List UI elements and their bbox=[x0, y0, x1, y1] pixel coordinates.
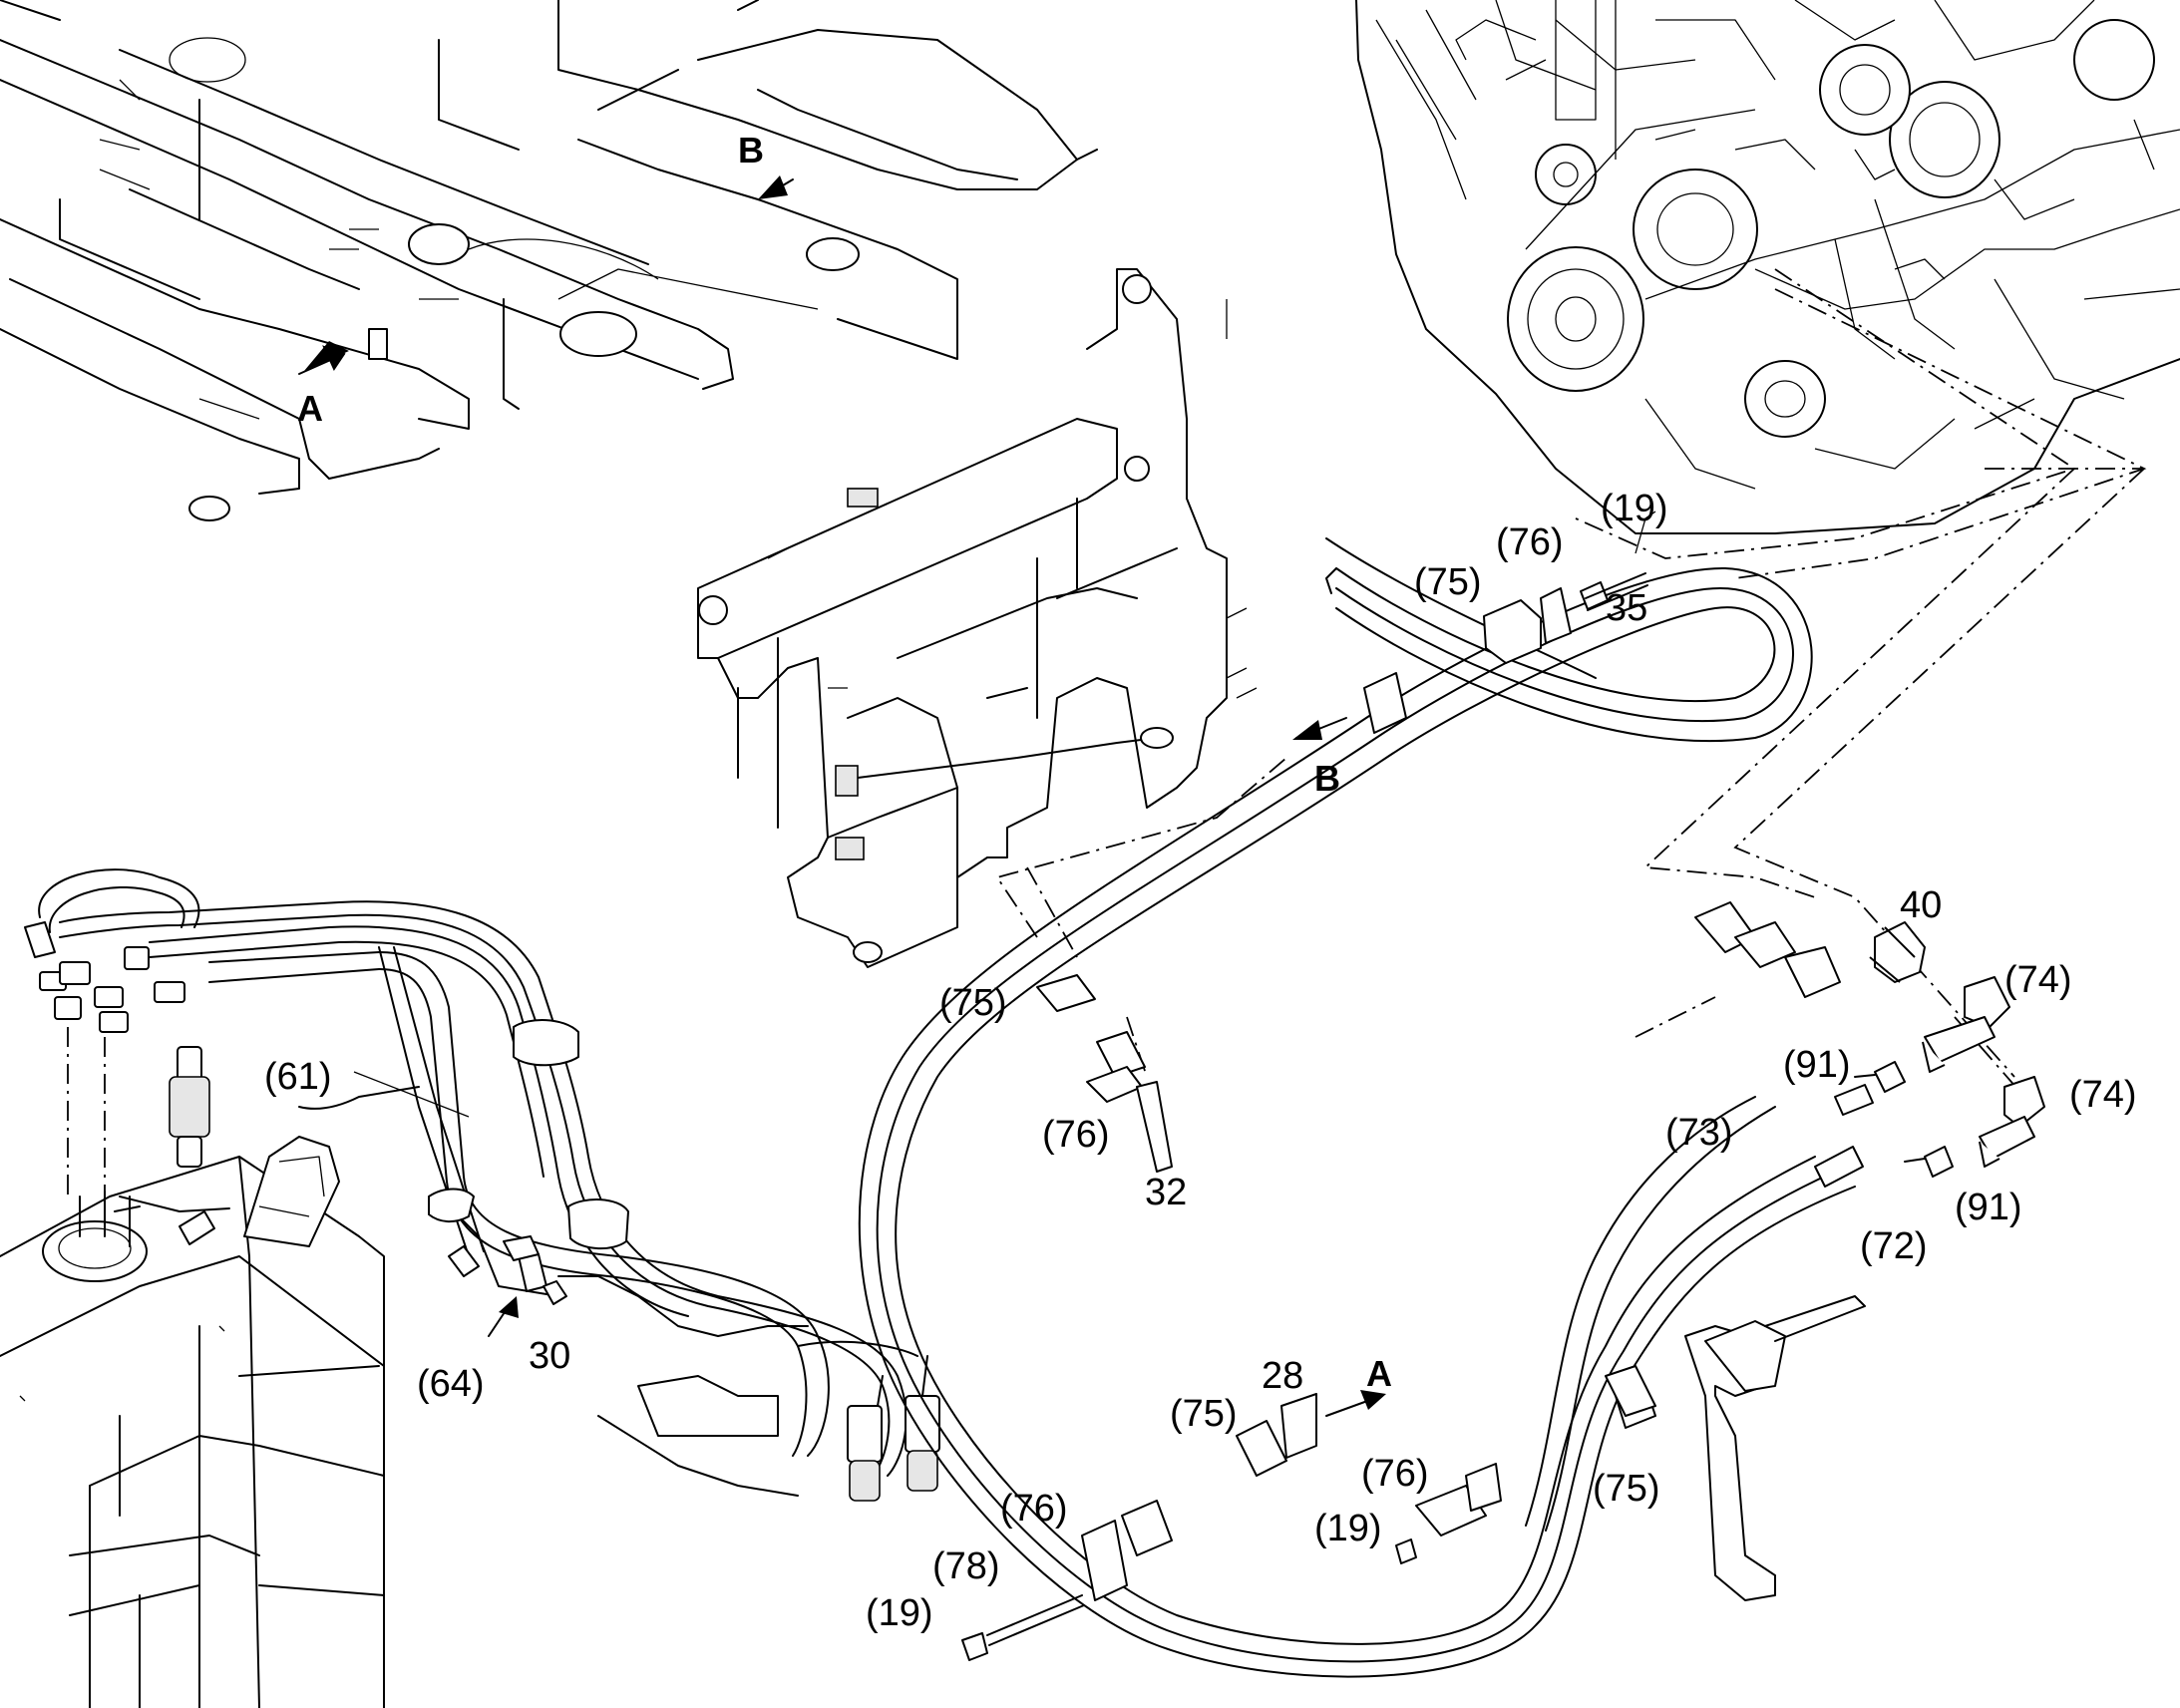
part-label-91: (91) bbox=[1955, 1187, 2022, 1228]
part-label-74: (74) bbox=[2069, 1074, 2137, 1116]
main-hose-routing bbox=[858, 537, 1874, 1678]
view-label-b: B bbox=[1314, 758, 1340, 799]
part-label-19: (19) bbox=[1601, 488, 1668, 529]
engine-assembly bbox=[1355, 0, 2180, 534]
part-label-75: (75) bbox=[1170, 1393, 1238, 1435]
chassis-frame bbox=[0, 0, 1098, 521]
part-label-75: (75) bbox=[1593, 1468, 1660, 1510]
leader-lines bbox=[353, 511, 1656, 1118]
part-label-78: (78) bbox=[932, 1545, 1000, 1587]
mounting-bracket bbox=[697, 268, 1258, 968]
part-label-75: (75) bbox=[939, 982, 1007, 1024]
part-label-75: (75) bbox=[1414, 561, 1482, 603]
part-label-32: 32 bbox=[1145, 1172, 1187, 1213]
part-label-74: (74) bbox=[2004, 959, 2072, 1001]
part-label-19: (19) bbox=[866, 1592, 933, 1634]
part-label-72: (72) bbox=[1860, 1225, 1928, 1267]
connection-lines bbox=[995, 268, 2147, 1098]
part-label-91: (91) bbox=[1783, 1044, 1851, 1086]
part-label-35: 35 bbox=[1606, 587, 1647, 629]
part-label-61: (61) bbox=[264, 1056, 332, 1098]
part-label-73: (73) bbox=[1665, 1112, 1733, 1154]
clamps-and-hardware bbox=[961, 572, 1866, 1661]
part-label-76: (76) bbox=[1496, 521, 1564, 563]
view-label-a: A bbox=[297, 388, 323, 429]
part-label-64: (64) bbox=[417, 1363, 485, 1405]
part-label-76: (76) bbox=[1042, 1114, 1110, 1156]
left-hose-bundle bbox=[24, 868, 940, 1502]
fittings bbox=[1694, 901, 2045, 1178]
view-label-b: B bbox=[738, 130, 764, 171]
part-label-30: 30 bbox=[529, 1335, 570, 1377]
part-label-19: (19) bbox=[1314, 1508, 1382, 1549]
part-label-76: (76) bbox=[1361, 1453, 1429, 1495]
view-label-a: A bbox=[1366, 1353, 1392, 1394]
part-label-28: 28 bbox=[1262, 1355, 1303, 1397]
part-label-40: 40 bbox=[1900, 884, 1942, 926]
view-arrows bbox=[298, 175, 1386, 1417]
part-label-76: (76) bbox=[1000, 1488, 1068, 1530]
def-tank bbox=[0, 1136, 385, 1708]
